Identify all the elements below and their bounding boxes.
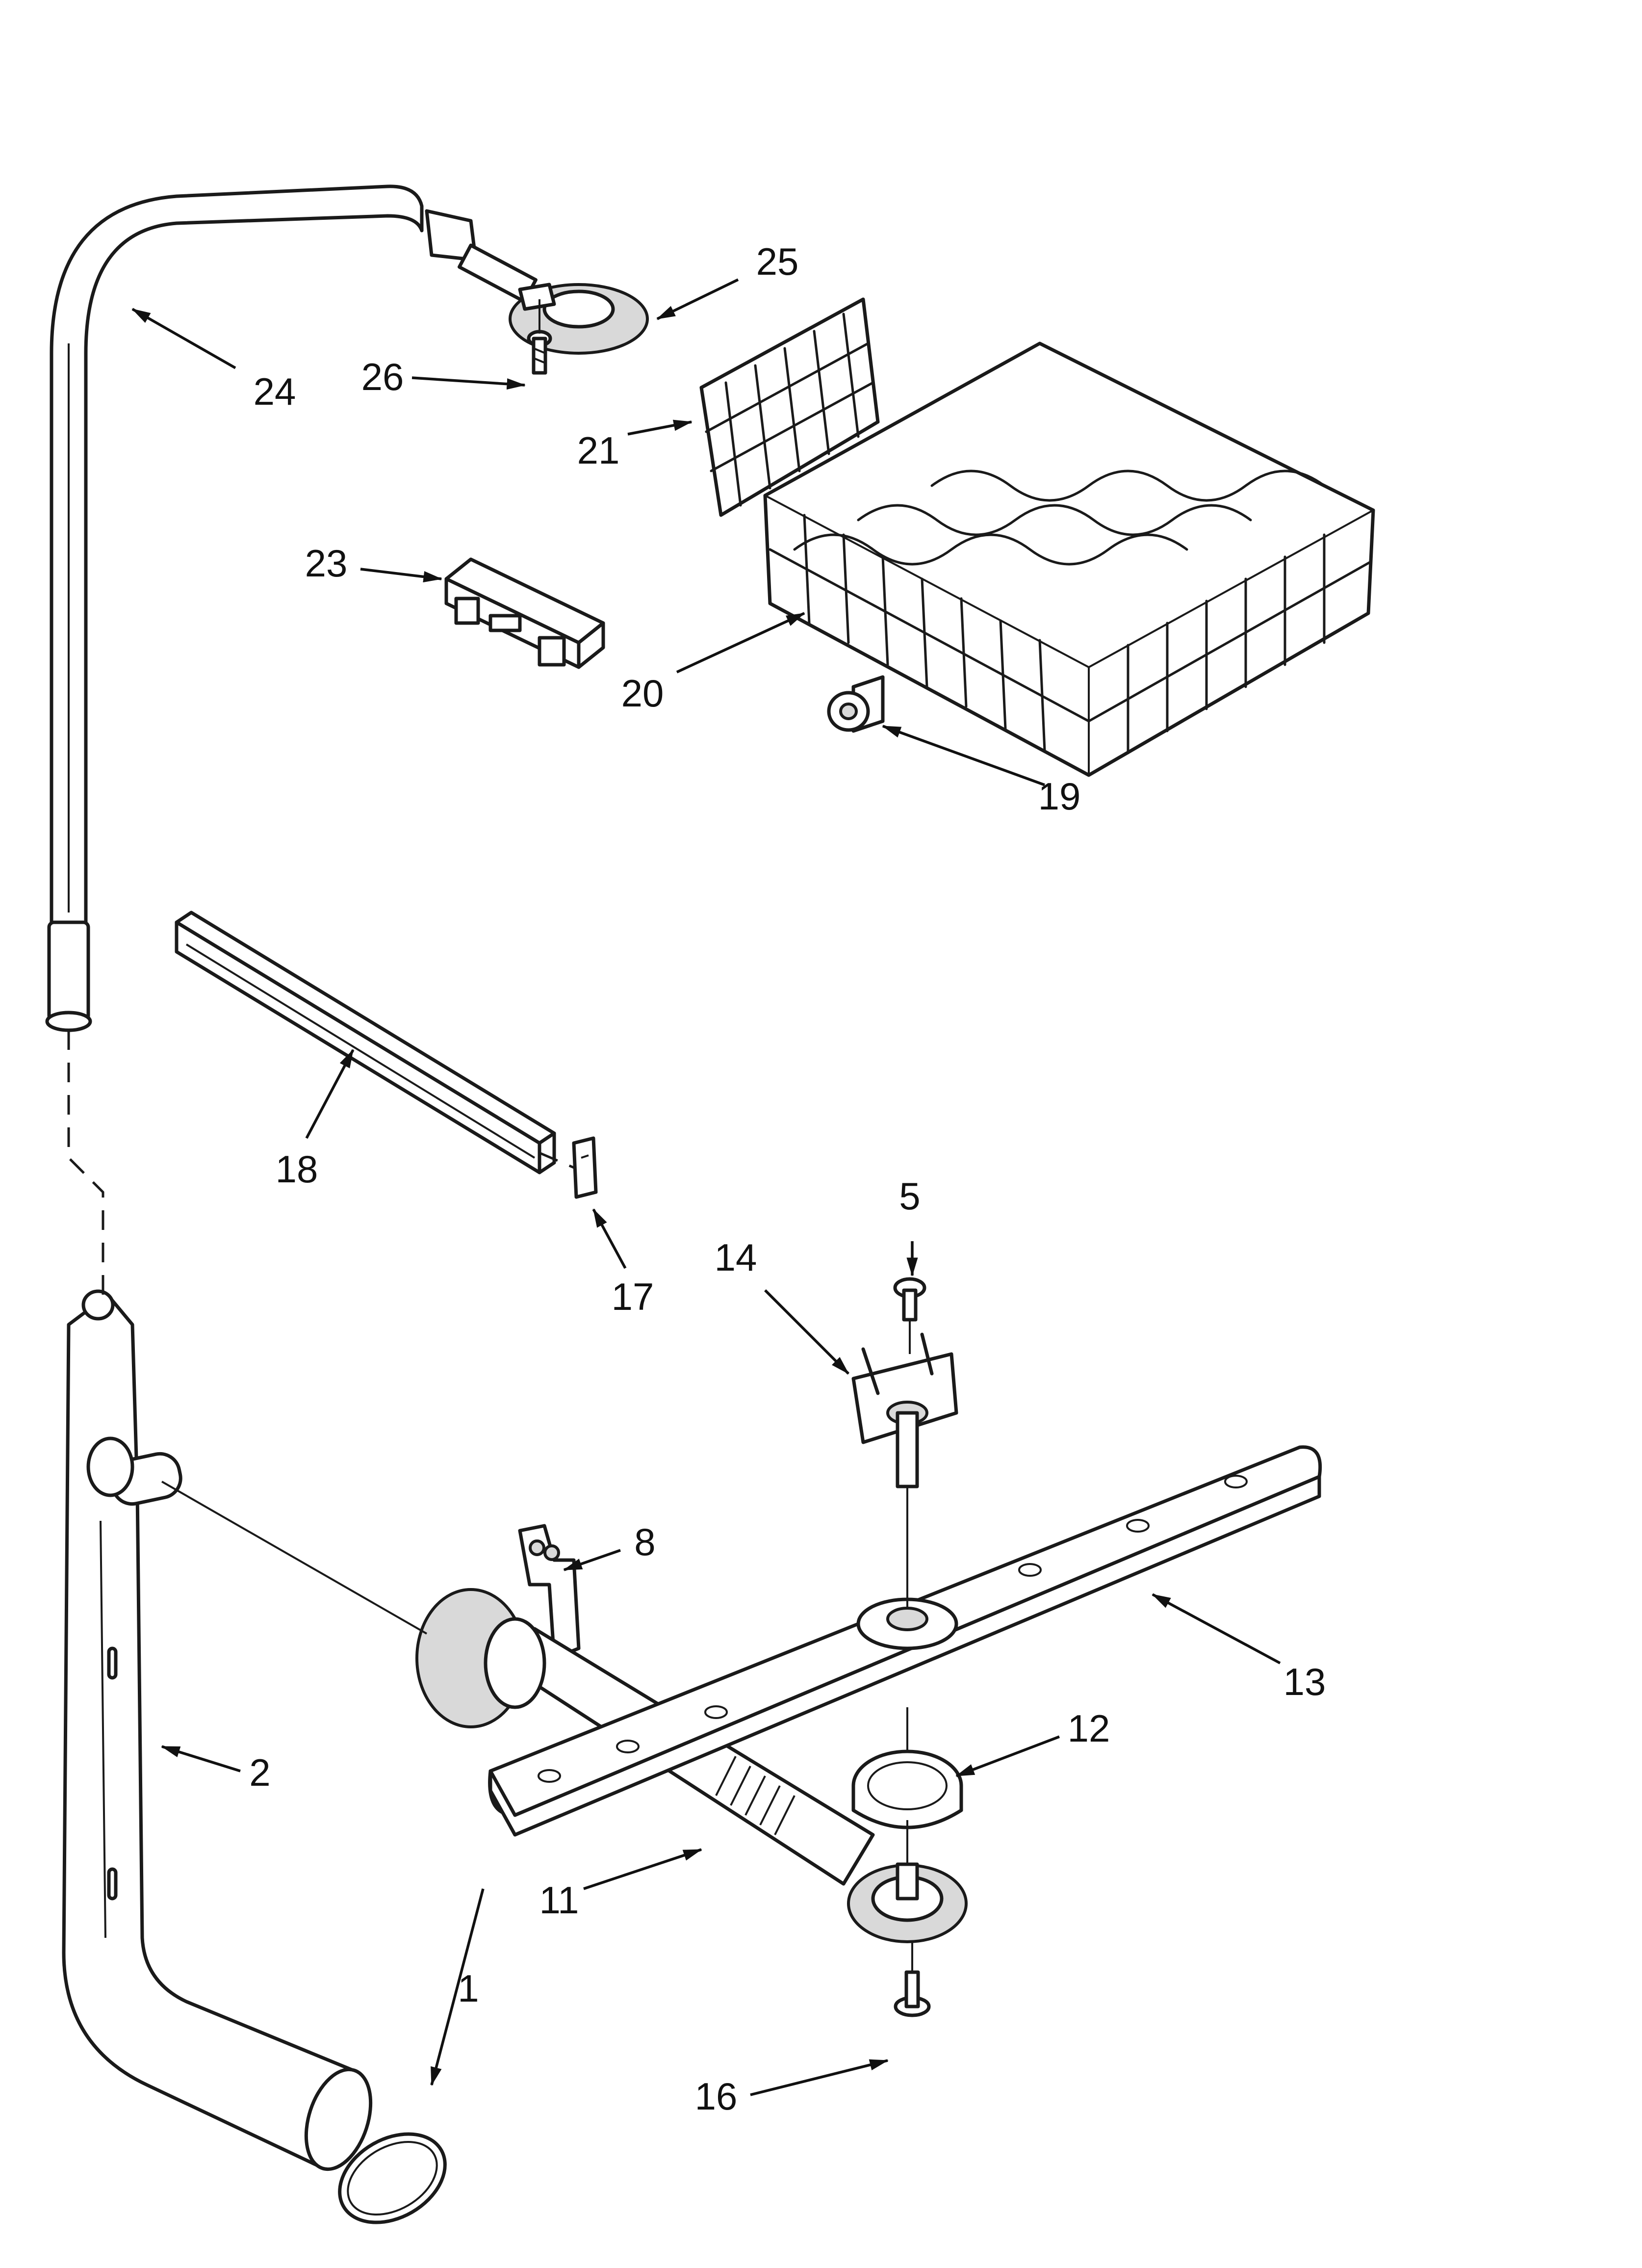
lower-manifold-tube-part	[62, 1289, 373, 2171]
leader-lines	[131, 278, 1281, 2096]
callout-1: 1	[458, 1967, 479, 2010]
seal-ring-part	[851, 1749, 963, 1829]
callout-26: 26	[361, 355, 404, 398]
callout-18: 18	[276, 1147, 318, 1191]
screw-part	[527, 330, 552, 375]
rail-end-cap-part	[572, 1136, 598, 1199]
pump-inlet-hub-part	[847, 1862, 968, 1943]
assembly-lines	[67, 299, 913, 1972]
screw-top-part	[893, 1277, 926, 1322]
callout-17: 17	[612, 1275, 654, 1318]
callout-24: 24	[254, 370, 296, 413]
rack-roller-part	[827, 675, 885, 733]
callout-labels: 1 2 5 8 11 12 13 14 16 17 18 19 20 21 23…	[249, 240, 1326, 2118]
tine-row-part	[699, 297, 880, 517]
screw-bottom-part	[894, 1970, 931, 2017]
callout-19: 19	[1038, 775, 1081, 818]
callout-16: 16	[695, 2075, 738, 2118]
callout-12: 12	[1068, 1707, 1110, 1750]
callout-14: 14	[715, 1236, 757, 1279]
upper-dish-rack-part	[763, 341, 1375, 777]
callout-11: 11	[539, 1878, 579, 1922]
lower-spray-arm-part	[488, 1445, 1322, 1837]
callout-23: 23	[305, 542, 348, 585]
gasket-ring-part	[338, 2132, 447, 2224]
callout-20: 20	[621, 672, 664, 715]
callout-2: 2	[249, 1751, 270, 1794]
rack-stop-clip-part	[444, 557, 605, 669]
callout-13: 13	[1283, 1660, 1326, 1703]
rack-rail-part	[175, 911, 556, 1174]
spray-nozzle-part	[425, 209, 649, 355]
bracket-part	[518, 1524, 581, 1660]
callout-8: 8	[634, 1520, 655, 1564]
callout-5: 5	[899, 1174, 920, 1218]
spray-arm-mount-part	[851, 1332, 958, 1488]
callout-25: 25	[756, 240, 799, 283]
callout-21: 21	[577, 429, 620, 472]
supply-tube-upper-part	[45, 184, 424, 1032]
